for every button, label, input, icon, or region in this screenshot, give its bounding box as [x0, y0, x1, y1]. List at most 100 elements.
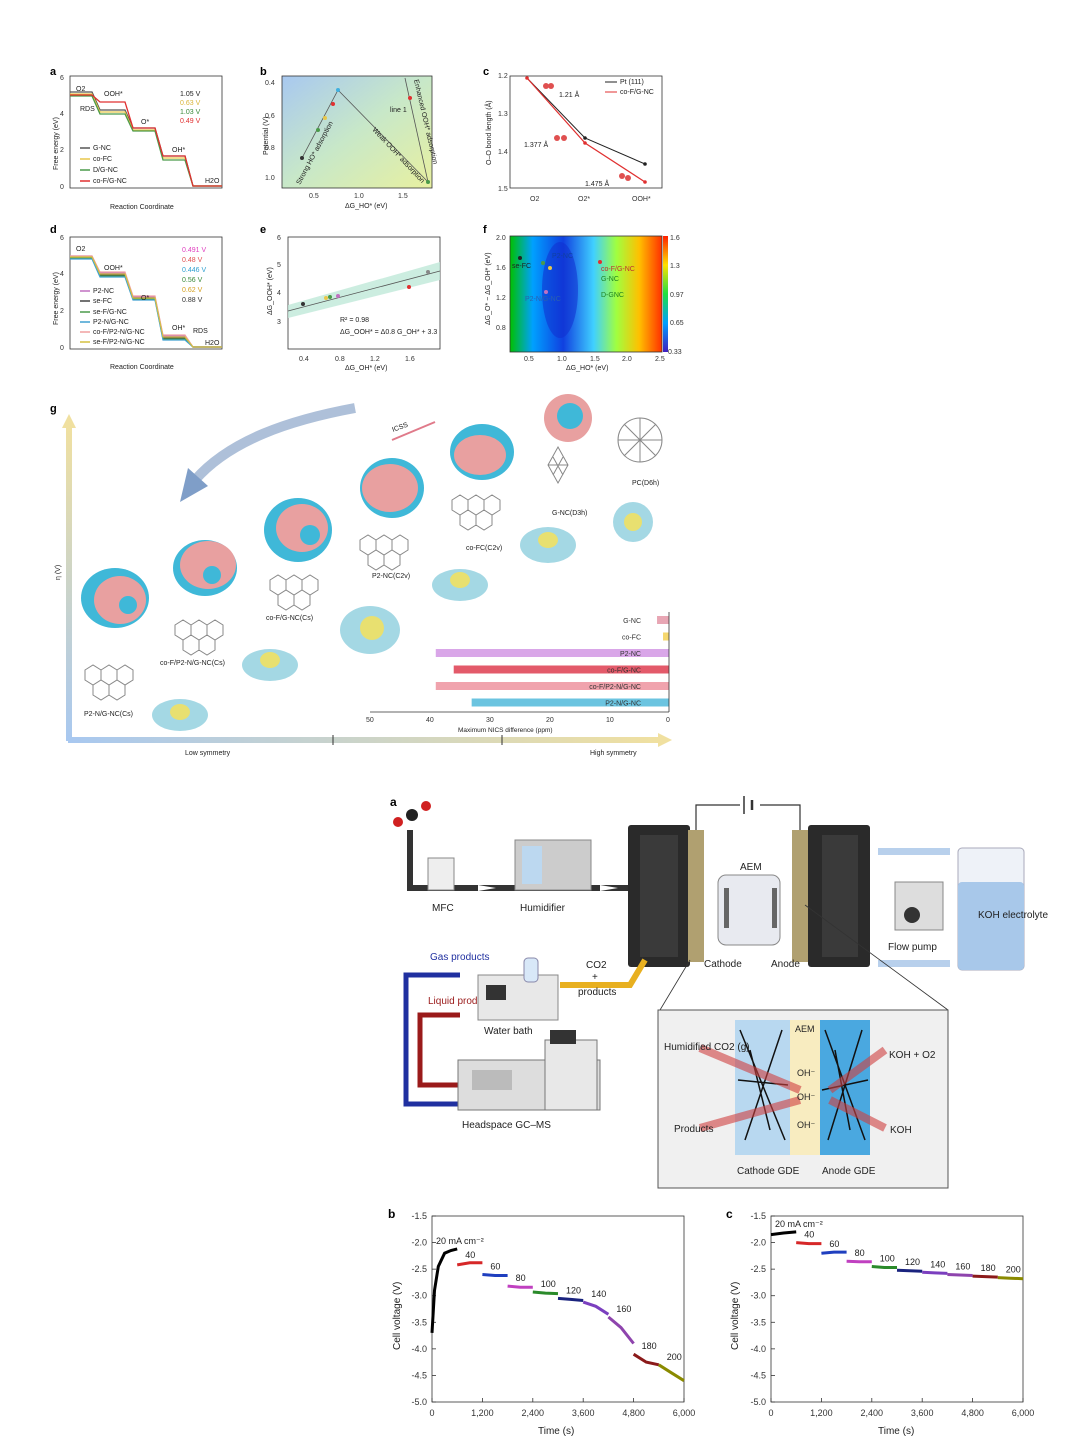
panel-letter-c: c — [483, 66, 489, 78]
y-axis-label: Free energy (eV) — [53, 117, 60, 170]
annotation: line 1 — [390, 107, 407, 114]
y-axis-label: Free energy (eV) — [53, 272, 60, 325]
xtick: OOH* — [632, 196, 651, 203]
panel-c: c 1.2 1.3 1.4 1.5 O2 O2* OOH* O–O bond l… — [483, 66, 663, 203]
xtick: 1,200 — [471, 1408, 494, 1418]
molecule-label: P2-NC(C2v) — [372, 573, 410, 580]
potential-4: 0.49 V — [180, 118, 201, 125]
xtick: 0 — [768, 1408, 773, 1418]
products-label: products — [578, 987, 616, 998]
electrolyzer-cell — [628, 796, 870, 967]
legend-item: co-F/P2-N/G-NC — [93, 329, 145, 336]
series-line — [947, 1273, 973, 1277]
water-bath-device — [477, 957, 559, 1021]
ytick: 6 — [60, 75, 64, 82]
figure-2: a MFC Humidifier — [388, 795, 1048, 1437]
legend-item: se-F/P2-N/G-NC — [93, 339, 145, 346]
mfc-label: MFC — [432, 903, 454, 914]
nics-bar-label: P2-NC — [620, 651, 641, 658]
humidified-co2-label: Humidified CO2 (g) — [664, 1042, 750, 1053]
nics-bar-label: co-F/P2-N/G-NC — [589, 684, 641, 691]
cathode-label: Cathode — [704, 959, 742, 970]
gas-products-label: Gas products — [430, 952, 489, 963]
cbar-tick: 0.97 — [670, 292, 684, 299]
rds-label: RDS — [80, 106, 95, 113]
step-label: 120 — [566, 1285, 581, 1295]
step-label: 60 — [829, 1239, 839, 1249]
point-label: co-F/G-NC — [601, 266, 635, 273]
y-axis-label: ΔG_OOH* (eV) — [267, 267, 274, 315]
xtick: 1.6 — [405, 356, 415, 363]
ytick: 2 — [60, 147, 64, 154]
molecule-label: P2-N/G-NC(Cs) — [84, 711, 133, 718]
xtick: 1.5 — [398, 193, 408, 200]
flow-pump-device — [894, 881, 944, 931]
r-squared: R² = 0.98 — [340, 317, 369, 324]
xtick: 1.0 — [557, 356, 567, 363]
ytick: 1.5 — [498, 186, 508, 193]
nics-bar — [435, 649, 669, 657]
icss-label: ICSS — [391, 422, 409, 434]
gcms-device — [457, 1030, 601, 1111]
flow-pump-label: Flow pump — [888, 942, 937, 953]
ytick: 0.8 — [496, 325, 506, 332]
ytick: -2.0 — [411, 1238, 427, 1248]
step-label: 40 — [804, 1230, 814, 1240]
ytick: 0.4 — [265, 80, 275, 87]
potential-2: 0.48 V — [182, 257, 203, 264]
series-line — [821, 1250, 847, 1255]
potential-1: 0.491 V — [182, 247, 206, 254]
y-axis-label: ΔG_O* − ΔG_OH* (eV) — [485, 252, 492, 325]
legend-item: se-FC — [93, 298, 112, 305]
series-line — [770, 1230, 797, 1237]
ytick: 1.2 — [498, 73, 508, 80]
point-label: se-FC — [512, 263, 531, 270]
step-label: 100 — [541, 1279, 556, 1289]
xtick: 1.5 — [590, 356, 600, 363]
xtick: 10 — [606, 717, 614, 724]
potential-2: 0.63 V — [180, 100, 201, 107]
x-axis-label: Maximum NICS difference (ppm) — [458, 727, 553, 734]
xtick: 0 — [666, 717, 670, 724]
ytick: 4 — [277, 290, 281, 297]
ytick: 5 — [277, 262, 281, 269]
panel-letter-d: d — [50, 224, 57, 236]
species-oh: OH* — [172, 325, 186, 332]
y-axis-label: Potential (V) — [263, 116, 270, 155]
species-h2o: H2O — [205, 178, 220, 185]
legend-item: Pt (111) — [620, 79, 644, 86]
anode-label: Anode — [771, 959, 800, 970]
fit-equation: ΔG_OOH* = Δ0.8 G_OH* + 3.3 — [340, 329, 437, 336]
series-line — [657, 1363, 685, 1382]
ytick: 0.8 — [265, 145, 275, 152]
point-label: P2-NC — [552, 253, 573, 260]
step-label: 180 — [981, 1263, 996, 1273]
x-axis-label: Time (s) — [878, 1426, 914, 1437]
co2-molecule-icon — [393, 801, 431, 827]
series-line — [871, 1265, 897, 1269]
ytick: 6 — [60, 235, 64, 242]
panel-a: a 6 4 2 0 Free energy (eV) Reaction Coor… — [50, 66, 223, 211]
ytick: 1.0 — [265, 175, 275, 182]
anode-gde-label: Anode GDE — [822, 1166, 876, 1177]
nics-bar-label: co-FC — [622, 635, 641, 642]
series-line — [922, 1270, 948, 1275]
molecule-label: G-NC(D3h) — [552, 510, 587, 517]
annotation: 1.21 Å — [559, 90, 580, 99]
ytick: 0.6 — [265, 113, 275, 120]
nics-bar — [453, 665, 669, 674]
xtick: 50 — [366, 717, 374, 724]
figure-1: a 6 4 2 0 Free energy (eV) Reaction Coor… — [50, 66, 684, 757]
koh-o2-label: KOH + O2 — [889, 1050, 936, 1061]
species-ooh: OOH* — [104, 91, 123, 98]
gcms-label: Headspace GC–MS — [462, 1120, 551, 1131]
xtick: 30 — [486, 717, 494, 724]
products-label-inset: Products — [674, 1124, 713, 1135]
xtick: 0.8 — [335, 356, 345, 363]
panel-letter-c: c — [726, 1207, 733, 1221]
step-label: 180 — [642, 1341, 657, 1351]
xtick: 2,400 — [861, 1408, 884, 1418]
series-line — [430, 1247, 458, 1333]
